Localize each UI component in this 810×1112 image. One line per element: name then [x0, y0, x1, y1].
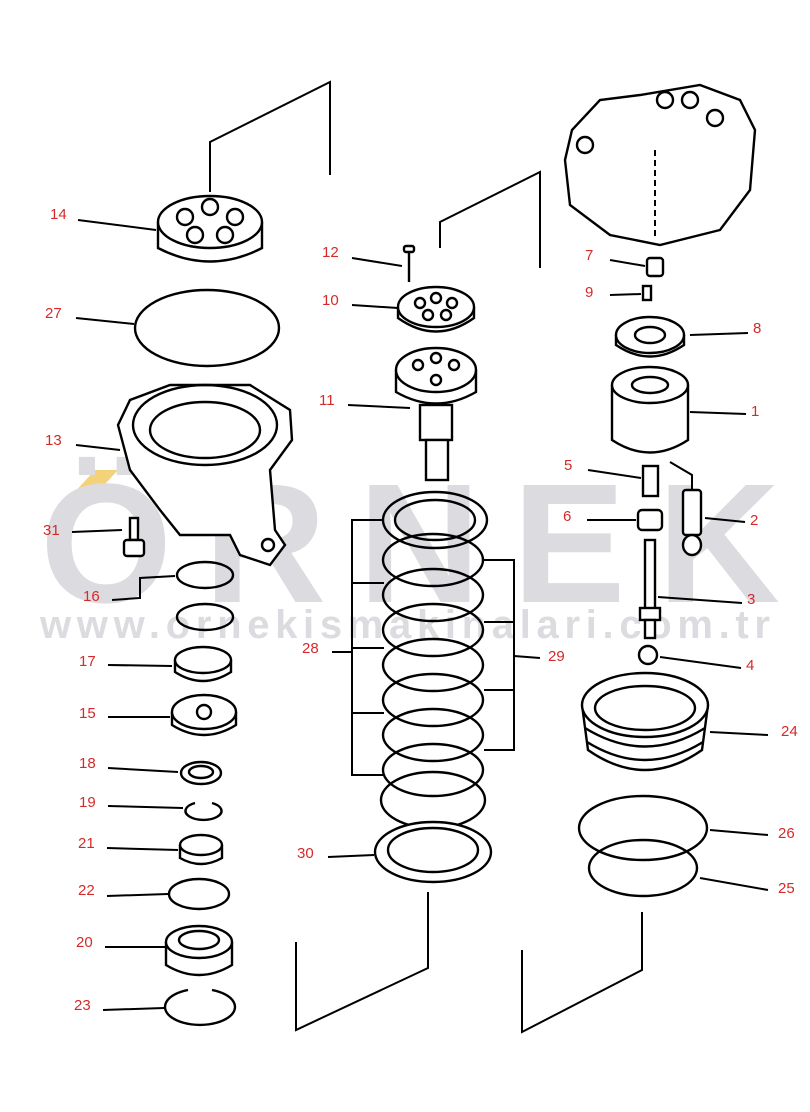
- part-30-plate: [373, 820, 493, 884]
- frame-line-top-left: [209, 80, 331, 192]
- callout-10: 10: [322, 292, 339, 309]
- part-17-seal: [173, 645, 233, 683]
- part-3-shaft: [638, 538, 662, 640]
- part-19-snap-ring: [184, 801, 223, 822]
- frame-line-bottom-center: [295, 892, 429, 1032]
- callout-22: 22: [78, 882, 95, 899]
- callout-28: 28: [302, 640, 319, 657]
- callout-23: 23: [74, 997, 91, 1014]
- callout-13: 13: [45, 432, 62, 449]
- part-16-seal-a: [175, 560, 235, 590]
- part-25-o-ring: [587, 838, 699, 898]
- callout-11: 11: [319, 392, 335, 409]
- part-16-seal-b: [175, 602, 235, 632]
- part-6-seat: [636, 508, 664, 532]
- part-1-cylinder: [610, 365, 690, 454]
- callout-12: 12: [322, 244, 339, 261]
- part-8-valve-plate: [614, 315, 686, 358]
- part-26-o-ring: [577, 794, 709, 862]
- part-4-ball: [637, 644, 659, 666]
- callout-5: 5: [564, 457, 572, 474]
- callout-8: 8: [753, 320, 761, 337]
- callout-21: 21: [78, 835, 95, 852]
- part-24-cover: [580, 671, 710, 772]
- part-20-nut: [164, 924, 234, 977]
- part-18-ring: [179, 760, 223, 786]
- part-11-cylinder-shaft: [394, 346, 478, 482]
- callout-6: 6: [563, 508, 571, 525]
- callout-26: 26: [778, 825, 795, 842]
- callout-18: 18: [79, 755, 96, 772]
- callout-30: 30: [297, 845, 314, 862]
- part-22-o-ring: [167, 877, 231, 911]
- part-28-29-disc-stack: [351, 490, 515, 830]
- callout-25: 25: [778, 880, 795, 897]
- callout-17: 17: [79, 653, 96, 670]
- frame-line-bottom-right: [521, 912, 643, 1034]
- part-23-snap-ring: [163, 988, 237, 1027]
- callout-2: 2: [750, 512, 758, 529]
- callout-9: 9: [585, 284, 593, 301]
- callout-3: 3: [747, 591, 755, 608]
- valve-head: [563, 83, 757, 247]
- callout-24: 24: [781, 723, 798, 740]
- part-13-housing: [116, 383, 294, 567]
- part-7-plug: [645, 256, 665, 278]
- callout-15: 15: [79, 705, 96, 722]
- part-21-bearing: [178, 833, 224, 866]
- callout-19: 19: [79, 794, 96, 811]
- callout-16: 16: [83, 588, 100, 605]
- callout-7: 7: [585, 247, 593, 264]
- part-2-valve: [669, 461, 703, 557]
- part-5-spring: [641, 464, 660, 498]
- part-31-bolt: [122, 516, 146, 558]
- callout-20: 20: [76, 934, 93, 951]
- callout-1: 1: [751, 403, 759, 420]
- callout-14: 14: [50, 206, 67, 223]
- part-9-pin: [641, 284, 653, 302]
- callout-31: 31: [43, 522, 60, 539]
- part-14-bearing: [156, 194, 264, 263]
- callout-labels: 14 27 13 31 16 17 15 18 19 21 22 20 23 1…: [43, 206, 798, 1014]
- part-12-screw: [402, 244, 416, 282]
- frame-line-top-center: [439, 170, 541, 268]
- callout-4: 4: [746, 657, 754, 674]
- part-27-o-ring: [133, 288, 281, 368]
- part-10-plate: [396, 285, 476, 333]
- callout-27: 27: [45, 305, 62, 322]
- watermark-logo-mark: [72, 470, 118, 495]
- leader-lines: [71, 219, 769, 1011]
- part-15-bearing: [170, 693, 238, 737]
- callout-29: 29: [548, 648, 565, 665]
